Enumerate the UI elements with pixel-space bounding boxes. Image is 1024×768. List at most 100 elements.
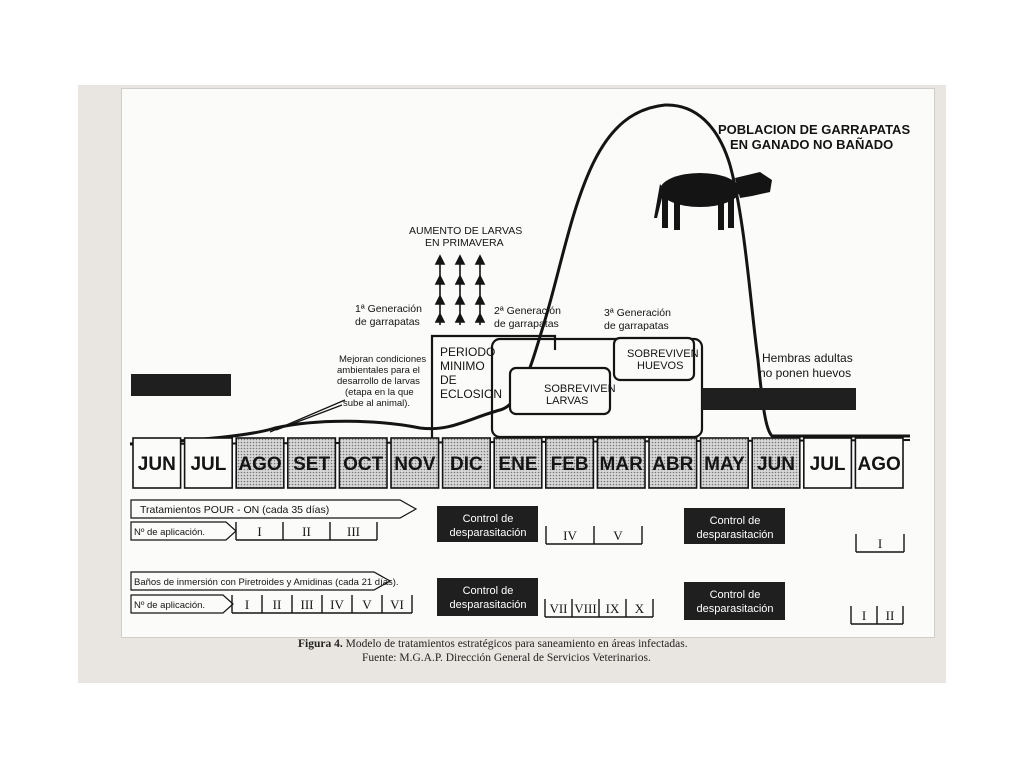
pour-on-control-line2: desparasitación [449,527,526,539]
svg-text:MINIMO: MINIMO [440,359,485,373]
cow-icon [654,172,772,230]
banos-label: Baños de inmersión con Piretroides y Ami… [134,577,399,588]
app-number: IX [606,601,620,616]
month-cell [235,437,285,489]
pour-on-app-label: Nº de aplicación. [134,527,205,538]
banos-control-2-line1: Control de [710,589,761,601]
svg-text:(etapa en la que: (etapa en la que [345,387,414,398]
month-cell [441,437,492,489]
month-cell [183,437,234,489]
month-label: NOV [394,454,436,475]
app-number: II [886,608,895,623]
periodo-minimo-label: PERIODO MINIMO DE ECLOSION [440,345,502,401]
banos-control-box-2 [684,582,785,620]
generation-1-line1: 1ª Generación [355,303,422,315]
svg-text:ECLOSION: ECLOSION [440,387,502,401]
app-number: II [273,597,282,612]
month-cell [751,437,801,489]
month-label: JUN [138,454,176,475]
month-label: ENE [498,454,537,475]
larvae-arrows [434,254,486,325]
sobreviven-huevos-line1: SOBREVIVEN [627,348,699,360]
month-cell [390,437,440,489]
month-cell [544,437,595,489]
app-number: VIII [574,601,596,616]
app-number: VII [549,601,567,616]
generation-2-line2: de garrapatas [494,318,559,330]
banos-control-line2: desparasitación [449,599,526,611]
conditions-note: Mejoran condiciones ambientales para el … [337,354,426,409]
pour-on-label: Tratamientos POUR - ON (cada 35 días) [140,504,329,516]
month-cell [596,437,646,489]
caption-label: Figura 4. [298,638,343,650]
app-number: I [878,536,882,551]
app-number: I [862,608,866,623]
banos-app-label: Nº de aplicación. [134,600,205,611]
sobreviven-larvas-line2: LARVAS [546,395,588,407]
banos-control-line1: Control de [463,585,514,597]
population-curve [129,103,910,446]
banos-app-banner [130,594,234,614]
sobreviven-huevos-line2: HUEVOS [637,360,683,372]
month-label: SET [293,454,330,475]
pour-on-control-2-line2: desparasitación [696,529,773,541]
sobreviven-larvas-line1: SOBREVIVEN [544,383,616,395]
banos-control-box [437,578,538,616]
month-label: MAY [704,454,745,475]
app-number: III [347,524,360,539]
left-black-bar [131,374,231,396]
figure-caption: Figura 4. Modelo de tratamientos estraté… [298,637,898,665]
app-number: I [245,597,249,612]
month-cell [286,437,337,489]
month-label: FEB [551,454,589,475]
pour-on-banner [130,499,418,519]
sobreviven-larvas-box [508,366,612,416]
month-cell [338,437,388,489]
pour-on-control-box-2 [684,508,785,544]
app-number: VI [390,597,404,612]
svg-text:sube al animal).: sube al animal). [343,398,410,409]
month-cell [648,437,698,489]
app-number: I [257,524,261,539]
banos-banner [130,571,392,591]
app-number: V [362,597,372,612]
month-cell [699,437,749,489]
chart-title-line2: EN GANADO NO BAÑADO [730,137,893,152]
sobreviven-huevos-box [612,336,696,382]
caption-source: Fuente: M.G.A.P. Dirección General de Se… [362,652,651,664]
hembras-line1: Hembras adultas [762,351,853,365]
month-cell [854,437,904,489]
svg-text:DE: DE [440,373,457,387]
pour-on-control-2-line1: Control de [710,515,761,527]
app-number: V [613,528,623,543]
pour-on-control-line1: Control de [463,513,514,525]
month-label: JUL [810,454,846,475]
app-number: III [301,597,314,612]
month-cell [493,437,543,489]
spring-larvae-line2: EN PRIMAVERA [425,237,504,249]
month-label: AGO [858,454,901,475]
month-label: MAR [600,454,644,475]
caption-text: Modelo de tratamientos estratégicos para… [345,638,688,650]
svg-text:ambientales para el: ambientales para el [337,365,420,376]
generation-3-line2: de garrapatas [604,320,669,332]
svg-text:PERIODO: PERIODO [440,345,495,359]
right-black-bar [702,388,856,410]
generation-2-line1: 2ª Generación [494,305,561,317]
periodo-minimo-box [430,334,557,438]
pour-on-app-banner [130,521,237,541]
conditions-pointer [269,399,346,433]
month-label: AGO [238,454,281,475]
month-cell [132,437,182,489]
spring-larvae-line1: AUMENTO DE LARVAS [409,225,522,237]
banos-control-2-line2: desparasitación [696,603,773,615]
pour-on-apps-3: I [855,534,905,553]
month-label: JUN [757,454,795,475]
month-label: JUL [190,454,226,475]
chart-title-line1: POBLACION DE GARRAPATAS [718,122,910,137]
